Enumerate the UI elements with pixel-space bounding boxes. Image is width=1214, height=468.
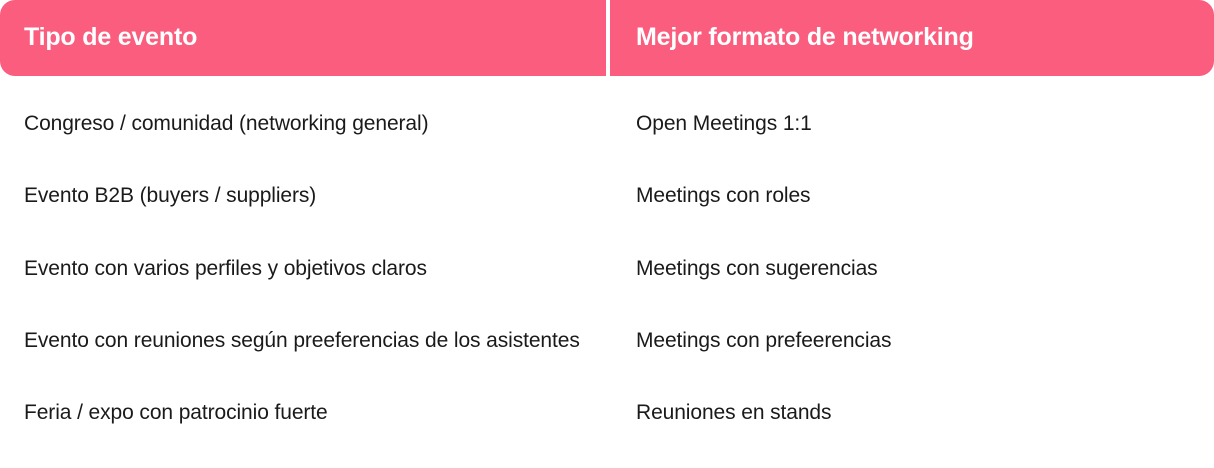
cell-event-type: Feria / expo con patrocinio fuerte [24, 401, 328, 424]
cell-event-type: Congreso / comunidad (networking general… [24, 112, 429, 135]
cell-networking-format: Meetings con sugerencias [636, 257, 878, 280]
table-row: Evento con reuniones según preeferencias… [0, 285, 1214, 357]
table-row: Evento con varios perfiles y objetivos c… [0, 212, 1214, 285]
table-row: Feria / expo con patrocinio fuerte Reuni… [0, 357, 1214, 429]
table-row: Evento B2B (buyers / suppliers) Meetings… [0, 140, 1214, 212]
column-header-label-event-type: Tipo de evento [24, 23, 198, 52]
table-body: Congreso / comunidad (networking general… [0, 76, 1214, 429]
table-row: Congreso / comunidad (networking general… [0, 92, 1214, 140]
header-cell-networking-format: Mejor formato de networking [610, 0, 1214, 76]
cell-networking-format: Reuniones en stands [636, 401, 832, 424]
table-header-row: Tipo de evento Mejor formato de networki… [0, 0, 1214, 76]
header-cell-event-type: Tipo de evento [0, 0, 606, 76]
cell-event-type: Evento con reuniones según preeferencias… [24, 329, 580, 352]
header-column-divider [606, 0, 610, 76]
cell-networking-format: Open Meetings 1:1 [636, 112, 812, 135]
cell-networking-format: Meetings con roles [636, 184, 811, 207]
column-header-label-networking-format: Mejor formato de networking [636, 23, 974, 52]
cell-event-type: Evento B2B (buyers / suppliers) [24, 184, 317, 207]
cell-event-type: Evento con varios perfiles y objetivos c… [24, 257, 427, 280]
cell-networking-format: Meetings con prefeerencias [636, 329, 892, 352]
